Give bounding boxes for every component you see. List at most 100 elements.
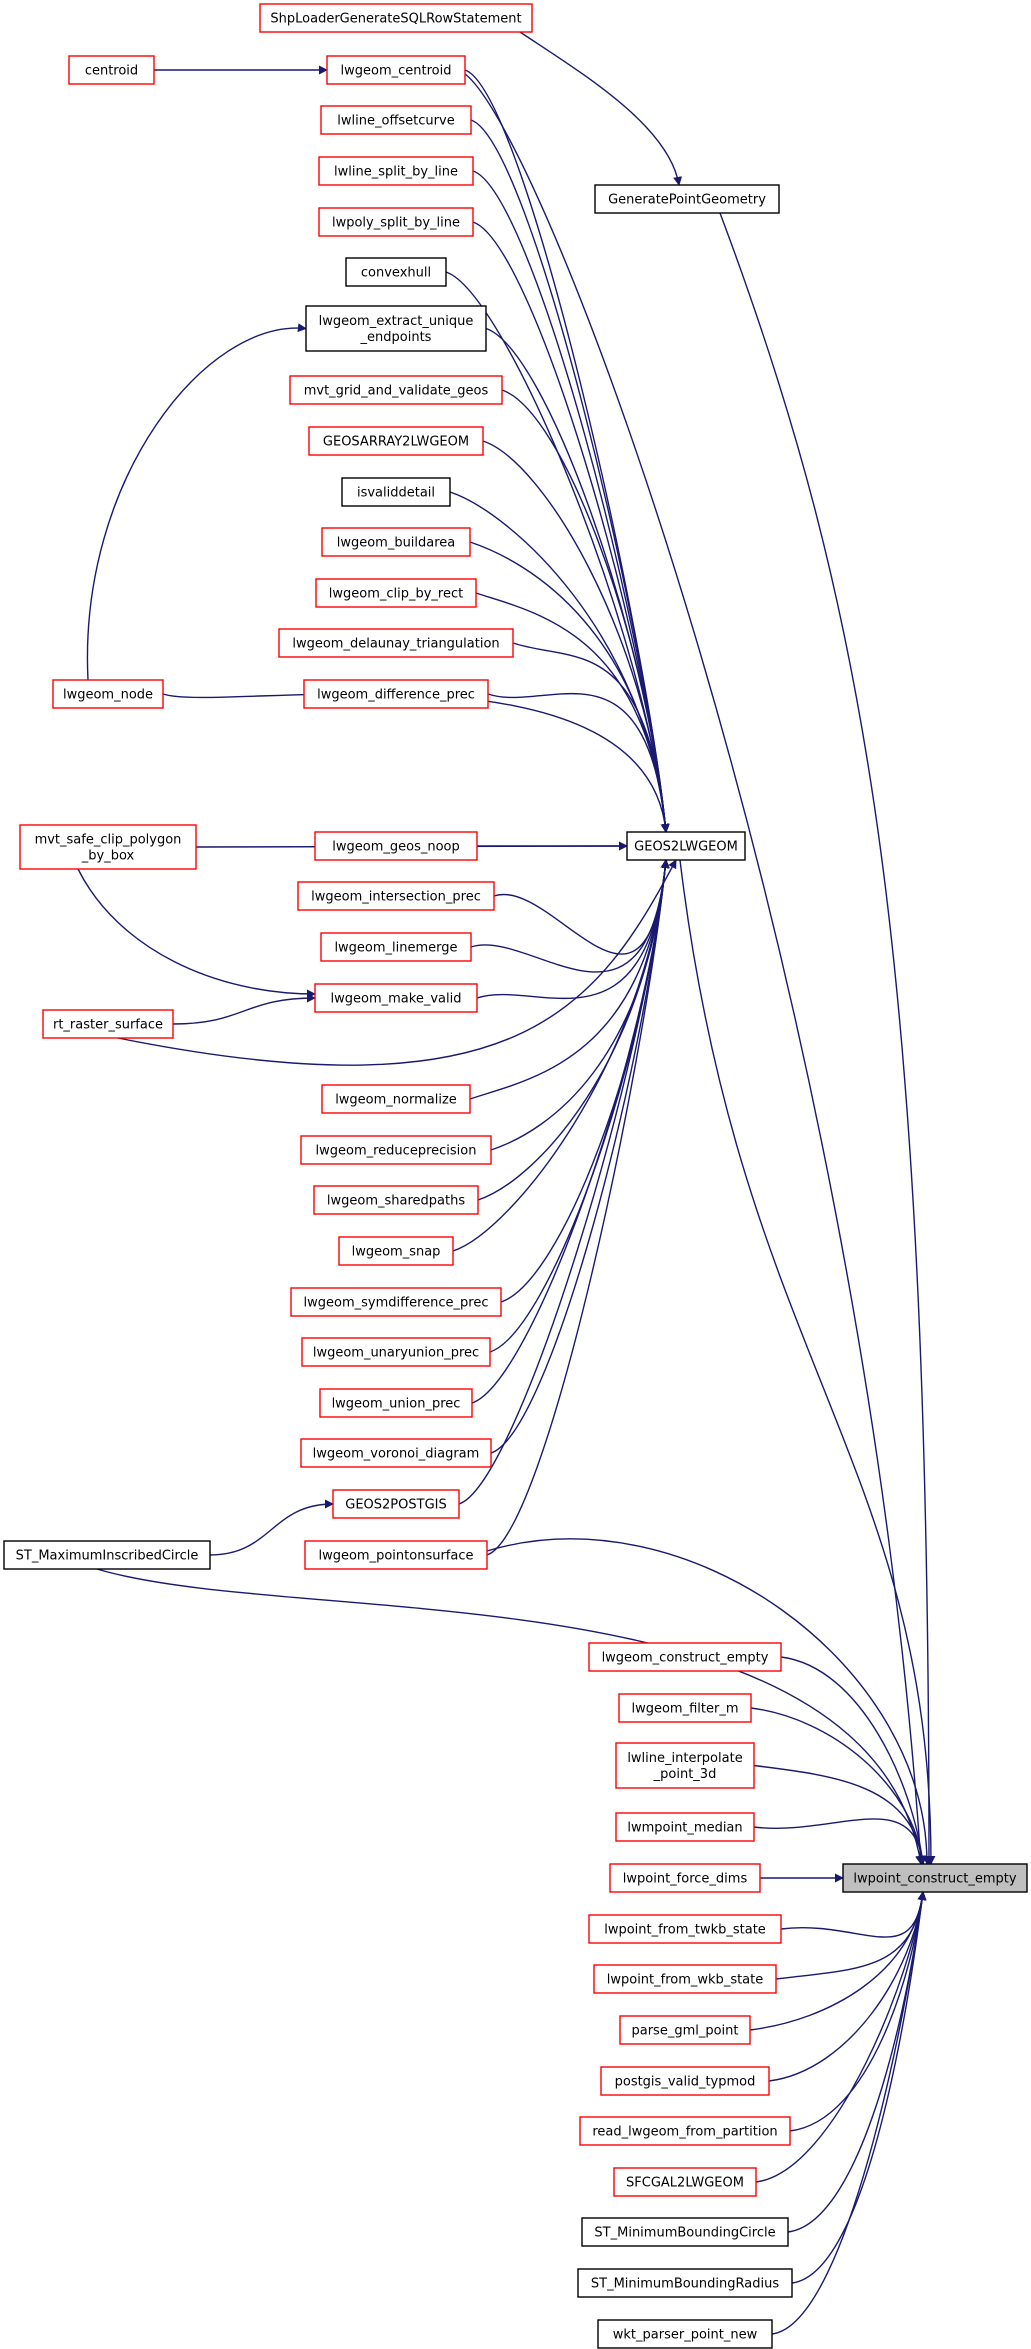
node-label: lwgeom_buildarea — [337, 536, 456, 551]
node-shp[interactable]: ShpLoaderGenerateSQLRowStatement — [259, 3, 533, 33]
edge-reduce-to-geos2lw — [490, 859, 670, 1151]
node-makevalid[interactable]: lwgeom_make_valid — [314, 983, 478, 1013]
node-sharedpaths[interactable]: lwgeom_sharedpaths — [313, 1185, 479, 1215]
edge-stminbr-to-target — [791, 1891, 927, 2284]
node-wkb[interactable]: lwpoint_from_wkb_state — [593, 1964, 777, 1994]
node-label: lwgeom_make_valid — [331, 992, 462, 1007]
node-interp3d[interactable]: lwline_interpolate_point_3d — [615, 1742, 755, 1789]
node-unaryunion[interactable]: lwgeom_unaryunion_prec — [301, 1337, 491, 1367]
node-label: _by_box — [81, 849, 135, 864]
edge-mvtsafe-to-makevalid — [77, 868, 316, 999]
node-typmod[interactable]: postgis_valid_typmod — [600, 2066, 770, 2096]
node-linemerge[interactable]: lwgeom_linemerge — [320, 932, 472, 962]
node-box — [345, 257, 447, 287]
node-label: GeneratePointGeometry — [608, 193, 766, 208]
node-label: lwpoint_from_wkb_state — [607, 1973, 764, 1988]
node-isvalid[interactable]: isvaliddetail — [341, 477, 451, 507]
node-label: rt_raster_surface — [53, 1018, 163, 1033]
node-filterm[interactable]: lwgeom_filter_m — [618, 1693, 752, 1723]
node-label: lwgeom_extract_unique — [319, 314, 474, 329]
node-genpoint[interactable]: GeneratePointGeometry — [594, 184, 780, 214]
node-median[interactable]: lwmpoint_median — [615, 1812, 755, 1842]
edge-stmax-to-target — [96, 1568, 925, 1865]
node-sfcgal[interactable]: SFCGAL2LWGEOM — [613, 2167, 757, 2197]
node-box — [615, 1812, 755, 1842]
node-box — [315, 578, 477, 608]
node-lwcentroid[interactable]: lwgeom_centroid — [326, 55, 466, 85]
node-union[interactable]: lwgeom_union_prec — [319, 1388, 473, 1418]
node-constructempty[interactable]: lwgeom_construct_empty — [588, 1642, 782, 1672]
node-rtraster[interactable]: rt_raster_surface — [42, 1009, 174, 1039]
node-symdiff[interactable]: lwgeom_symdifference_prec — [290, 1287, 502, 1317]
node-gml[interactable]: parse_gml_point — [619, 2015, 751, 2045]
node-buildarea[interactable]: lwgeom_buildarea — [321, 527, 471, 557]
edge-filterm-to-target — [750, 1707, 927, 1865]
node-node[interactable]: lwgeom_node — [52, 679, 164, 709]
node-label: GEOS2POSTGIS — [345, 1498, 446, 1513]
node-stminbc[interactable]: ST_MinimumBoundingCircle — [581, 2217, 789, 2247]
node-label: lwmpoint_median — [627, 1821, 742, 1836]
node-label: mvt_grid_and_validate_geos — [304, 384, 489, 399]
node-polysplit[interactable]: lwpoly_split_by_line — [318, 207, 474, 237]
node-geosarray[interactable]: GEOSARRAY2LWGEOM — [308, 426, 484, 456]
node-label: ST_MinimumBoundingRadius — [591, 2277, 779, 2292]
node-reduce[interactable]: lwgeom_reduceprecision — [300, 1135, 492, 1165]
edge-geos2lw-to-target — [679, 859, 936, 1865]
edge-mvtgrid-to-geos2lw — [501, 389, 670, 833]
node-wkt[interactable]: wkt_parser_point_new — [597, 2319, 773, 2349]
node-box — [320, 932, 472, 962]
node-mvtsafe[interactable]: mvt_safe_clip_polygon_by_box — [19, 824, 197, 870]
node-box — [68, 55, 155, 85]
node-snap[interactable]: lwgeom_snap — [338, 1236, 454, 1266]
node-mvtgrid[interactable]: mvt_grid_and_validate_geos — [289, 375, 503, 405]
node-intersection[interactable]: lwgeom_intersection_prec — [297, 881, 495, 911]
node-box — [341, 477, 451, 507]
node-box — [259, 3, 533, 33]
node-label: lwgeom_node — [63, 688, 153, 703]
node-box — [318, 156, 474, 186]
node-clip[interactable]: lwgeom_clip_by_rect — [315, 578, 477, 608]
node-extract[interactable]: lwgeom_extract_unique_endpoints — [305, 305, 487, 352]
node-box — [626, 831, 746, 861]
node-label: lwgeom_voronoi_diagram — [313, 1447, 480, 1462]
node-difference[interactable]: lwgeom_difference_prec — [303, 679, 489, 709]
node-label: lwgeom_unaryunion_prec — [313, 1346, 479, 1361]
node-stminbr[interactable]: ST_MinimumBoundingRadius — [577, 2268, 793, 2298]
node-delaunay[interactable]: lwgeom_delaunay_triangulation — [278, 628, 514, 658]
node-box — [613, 2167, 757, 2197]
node-label: parse_gml_point — [631, 2024, 738, 2039]
node-label: read_lwgeom_from_partition — [592, 2125, 777, 2140]
node-noop[interactable]: lwgeom_geos_noop — [314, 831, 478, 861]
node-label: lwgeom_symdifference_prec — [304, 1296, 489, 1311]
node-label: lwline_split_by_line — [334, 165, 458, 180]
node-label: lwpoint_from_twkb_state — [604, 1923, 766, 1938]
node-pointonsurface[interactable]: lwgeom_pointonsurface — [304, 1540, 488, 1570]
node-stmax[interactable]: ST_MaximumInscribedCircle — [3, 1540, 211, 1570]
node-convexhull[interactable]: convexhull — [345, 257, 447, 287]
node-box — [290, 1287, 502, 1317]
node-box — [3, 1540, 211, 1570]
edge-twkb-to-target — [780, 1891, 927, 1938]
edge-rtraster-to-geos2lw — [117, 859, 677, 1066]
node-box — [326, 55, 466, 85]
node-box — [609, 1863, 761, 1893]
edge-makevalid-to-geos2lw — [476, 859, 670, 1000]
node-geos2postgis[interactable]: GEOS2POSTGIS — [332, 1489, 460, 1519]
node-linesplit[interactable]: lwline_split_by_line — [318, 156, 474, 186]
node-forcedims[interactable]: lwpoint_force_dims — [609, 1863, 761, 1893]
node-label: lwgeom_difference_prec — [317, 688, 475, 703]
node-offset[interactable]: lwline_offsetcurve — [320, 105, 472, 135]
node-box — [314, 831, 478, 861]
node-partition[interactable]: read_lwgeom_from_partition — [579, 2116, 791, 2146]
edge-clip-to-geos2lw — [475, 592, 670, 833]
node-centroid[interactable]: centroid — [68, 55, 155, 85]
node-box — [52, 679, 164, 709]
node-twkb[interactable]: lwpoint_from_twkb_state — [588, 1914, 782, 1944]
edge-node-to-geos2lw — [162, 692, 670, 833]
node-normalize[interactable]: lwgeom_normalize — [321, 1084, 471, 1114]
node-geos2lw[interactable]: GEOS2LWGEOM — [626, 831, 746, 861]
node-label: _endpoints — [360, 330, 432, 345]
node-label: lwgeom_centroid — [341, 64, 452, 79]
node-voronoi[interactable]: lwgeom_voronoi_diagram — [300, 1438, 492, 1468]
edge-delaunay-to-geos2lw — [512, 642, 670, 833]
